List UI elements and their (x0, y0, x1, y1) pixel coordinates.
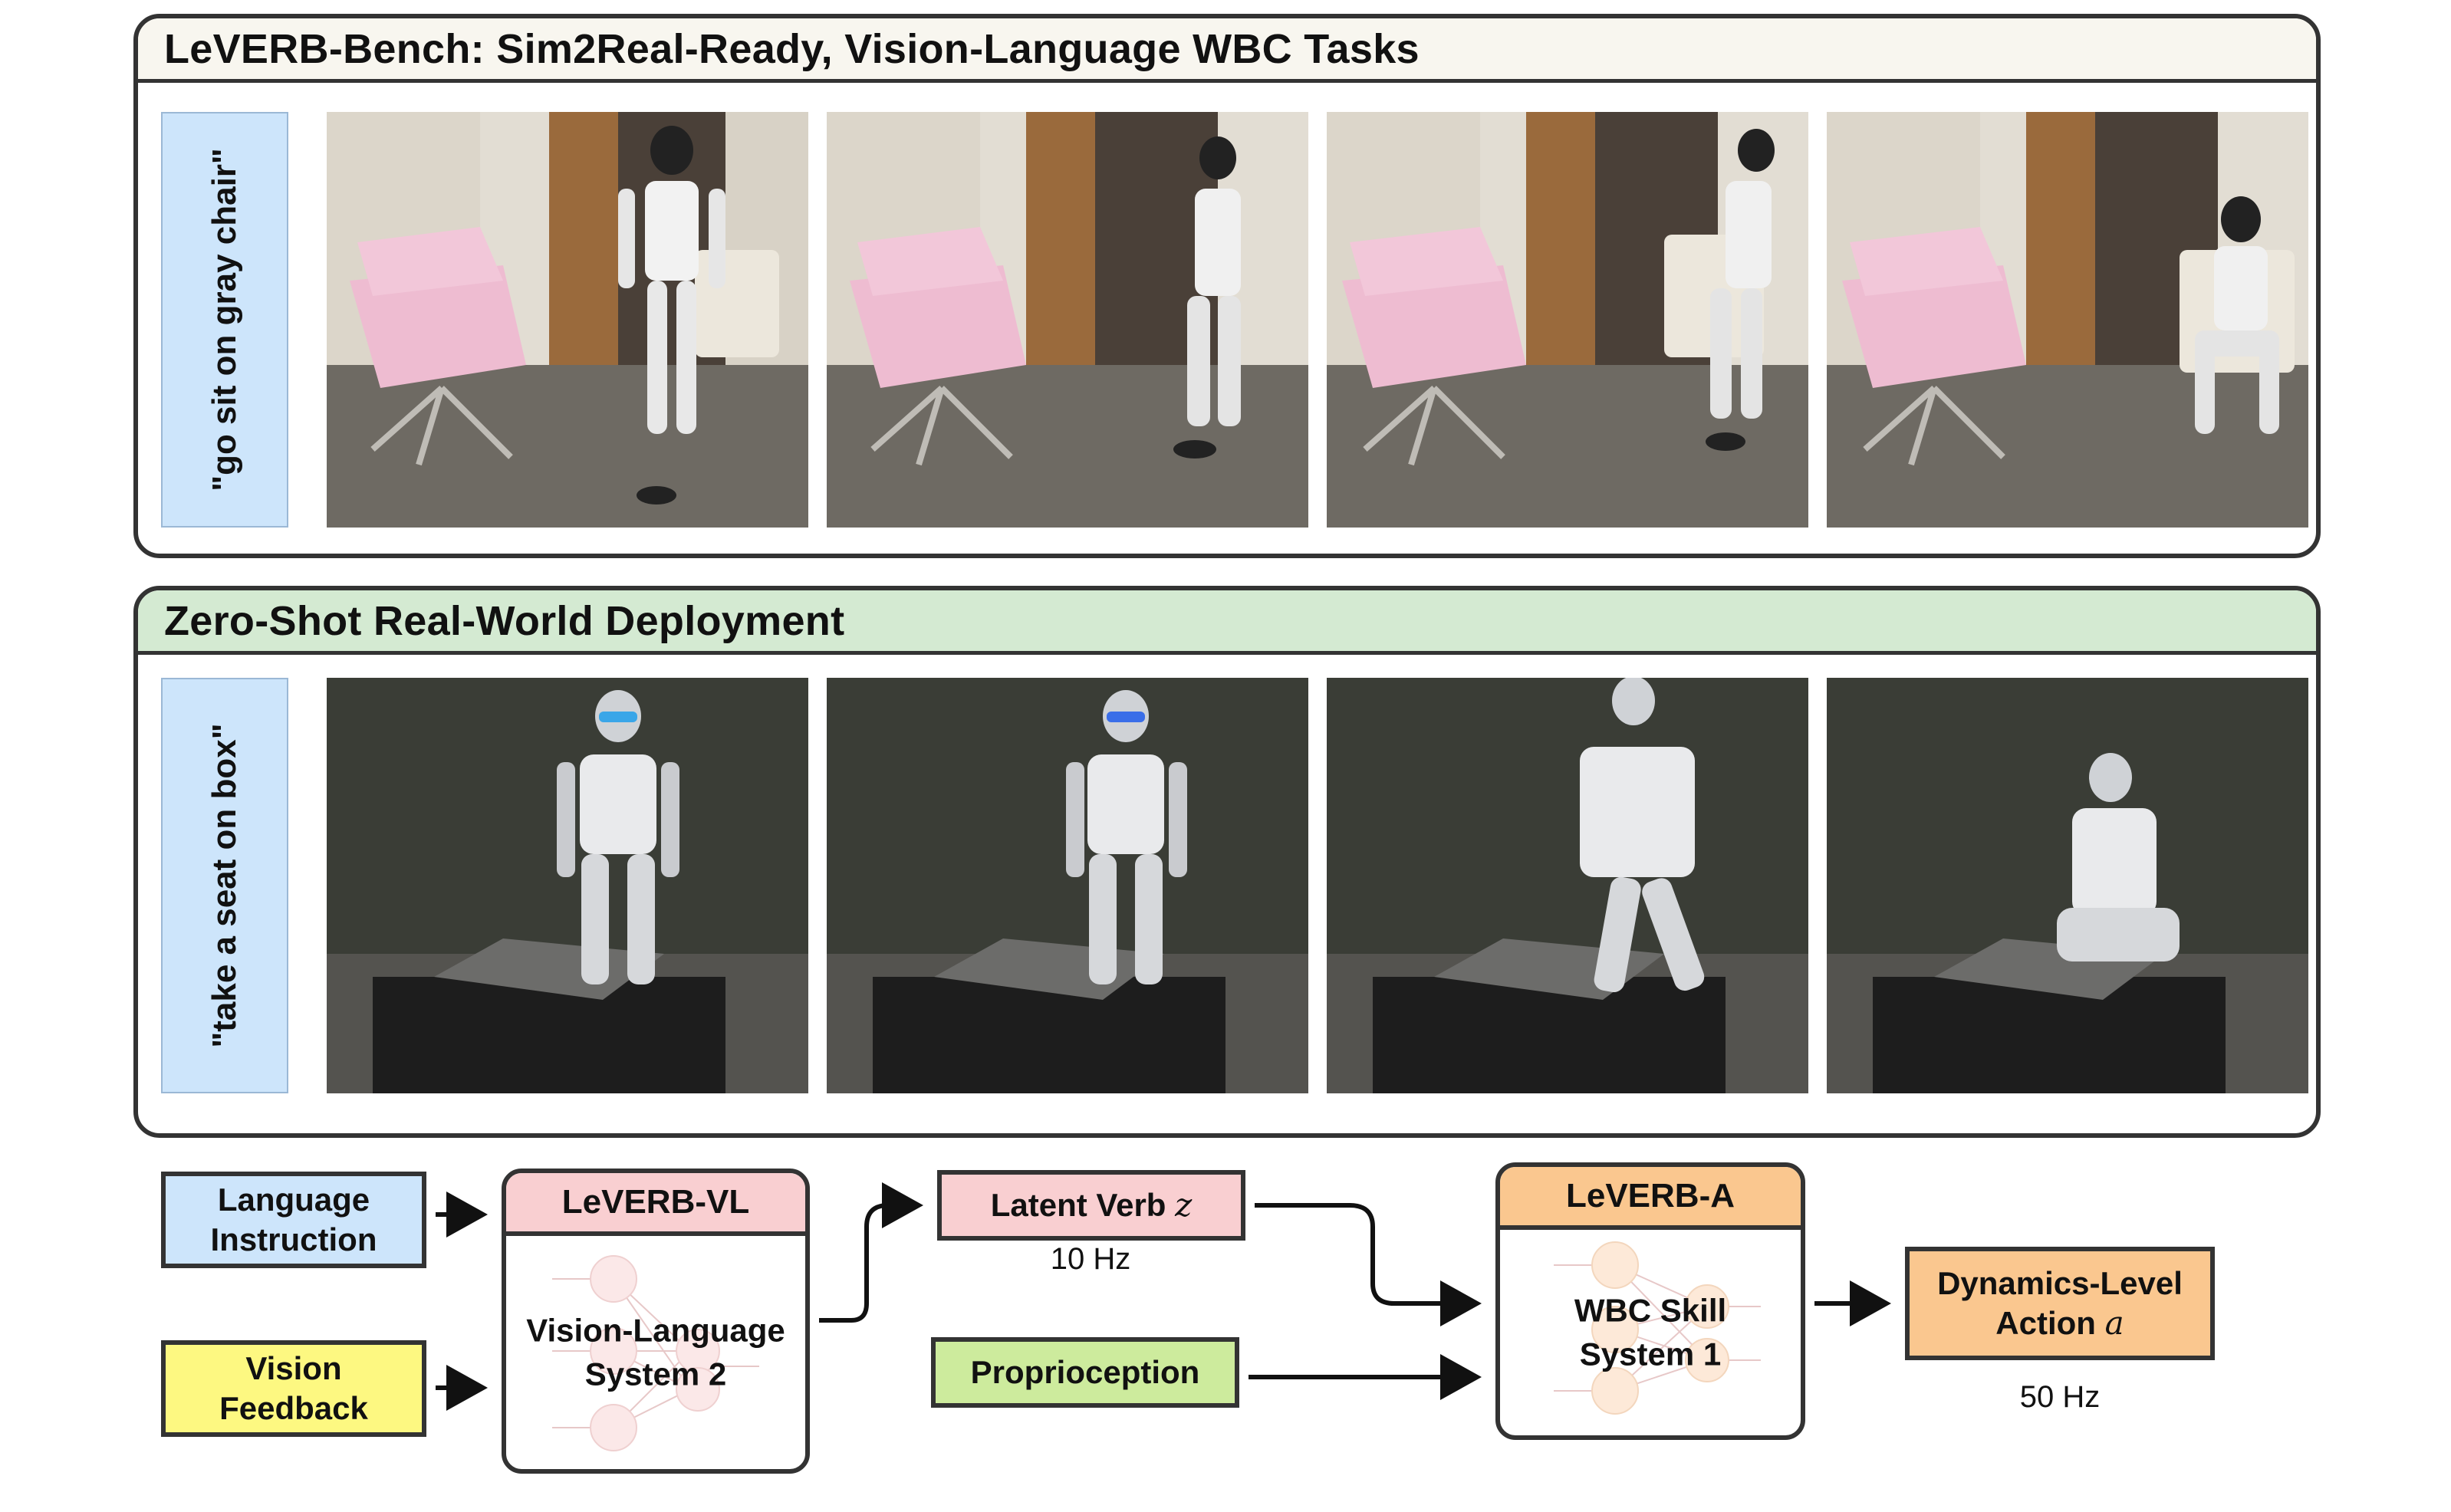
leverb-a-module: LeVERB-A WBC Skill System 1 (1495, 1162, 1805, 1440)
neural-network-icon (552, 1255, 759, 1451)
vl-line2: System 2 (584, 1356, 727, 1392)
real-frame-1 (327, 678, 808, 1093)
real-panel-header: Zero-Shot Real-World Deployment (138, 590, 2316, 655)
sim-scene-image (1327, 112, 1808, 528)
latent-verb-frequency: 10 Hz (1050, 1242, 1131, 1276)
leverb-vl-module: LeVERB-VL Vision-Language System 2 (502, 1169, 810, 1474)
action-line1: Dynamics-Level (1937, 1264, 2183, 1301)
action-symbol: a (2104, 1304, 2124, 1342)
leverb-vl-header: LeVERB-VL (506, 1173, 805, 1236)
action-line2: Action (1995, 1305, 2096, 1341)
real-panel-title: Zero-Shot Real-World Deployment (164, 597, 845, 644)
real-scene-image (1827, 678, 2308, 1093)
vision-feedback-box: Vision Feedback (161, 1340, 426, 1437)
latent-verb-label: Latent Verb (990, 1186, 1166, 1223)
real-scene-image (327, 678, 808, 1093)
real-instruction-box: "take a seat on box" (161, 678, 288, 1093)
real-scene-image (1327, 678, 1808, 1093)
leverb-a-header: LeVERB-A (1500, 1167, 1801, 1230)
sim-frame-3 (1327, 112, 1808, 528)
latent-verb-symbol: z (1175, 1185, 1193, 1224)
neural-network-icon (1554, 1241, 1761, 1415)
a-line2: System 1 (1579, 1336, 1722, 1372)
vision-feedback-label: Vision Feedback (219, 1349, 368, 1427)
sim-scene-image (327, 112, 808, 528)
sim-panel-title: LeVERB-Bench: Sim2Real-Ready, Vision-Lan… (164, 25, 1420, 72)
sim-instruction-box: "go sit on gray chair" (161, 112, 288, 528)
real-frame-4 (1827, 678, 2308, 1093)
latent-verb-box: Latent Verb z (937, 1170, 1245, 1241)
real-scene-image (827, 678, 1308, 1093)
real-frame-2 (827, 678, 1308, 1093)
a-line1: WBC Skill (1574, 1292, 1727, 1329)
sim-scene-image (827, 112, 1308, 528)
sim-frame-4 (1827, 112, 2308, 528)
proprioception-label: Proprioception (970, 1353, 1200, 1390)
language-instruction-label: Language Instruction (210, 1181, 377, 1258)
language-instruction-box: Language Instruction (161, 1172, 426, 1268)
real-frame-3 (1327, 678, 1808, 1093)
action-box: Dynamics-Level Action a (1905, 1247, 2215, 1360)
proprioception-box: Proprioception (931, 1337, 1239, 1408)
arrow-vl-to-latent (819, 1182, 923, 1323)
arrow-latent-to-a (1255, 1203, 1482, 1326)
sim-scene-image (1827, 112, 2308, 528)
vl-line1: Vision-Language (526, 1312, 785, 1349)
action-frequency: 50 Hz (2019, 1380, 2101, 1414)
sim-frame-2 (827, 112, 1308, 528)
sim-frame-1 (327, 112, 808, 528)
sim-panel-header: LeVERB-Bench: Sim2Real-Ready, Vision-Lan… (138, 18, 2316, 83)
